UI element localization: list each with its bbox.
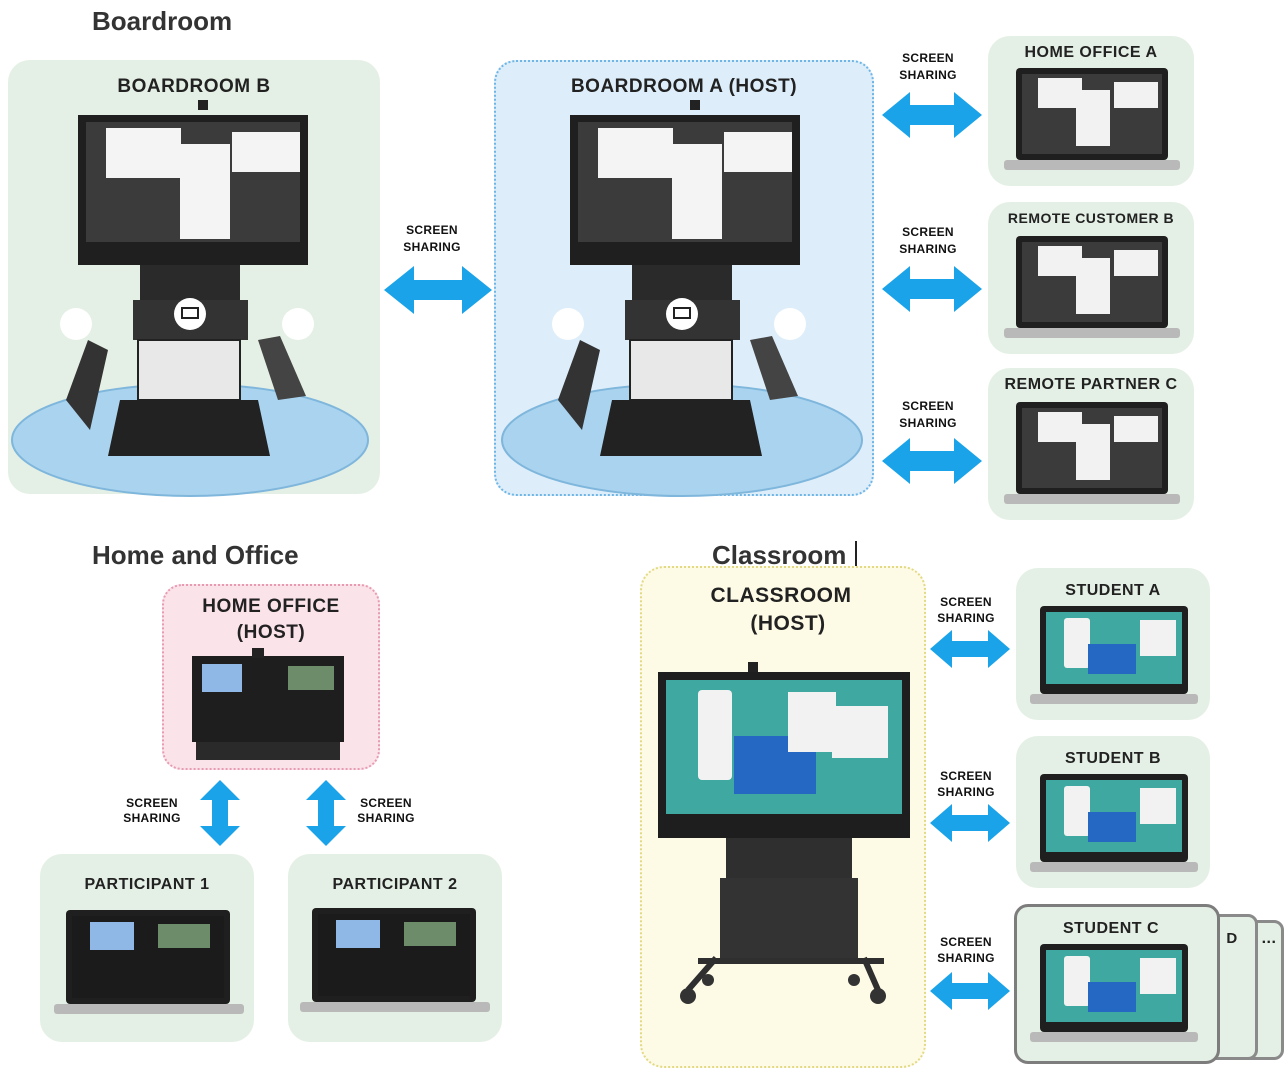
student-more-label: ... [1261,930,1277,947]
text-cursor [855,541,857,567]
student-a-laptop [1030,606,1198,704]
home-office-a-label: HOME OFFICE A [1024,44,1158,61]
screen-sharing-line1: SCREEN [126,796,178,810]
student-b-label: STUDENT B [1064,750,1162,767]
screen-sharing-line1: SCREEN [902,225,954,239]
screen-sharing-line1: SCREEN [902,399,954,413]
screen-sharing-label-home-p2: SCREEN SHARING [350,796,422,826]
screen-sharing-label-b-a: SCREEN SHARING [396,222,468,256]
screen-sharing-label-home-p1: SCREEN SHARING [116,796,188,826]
screen-sharing-label-class-c: SCREEN SHARING [930,934,1002,966]
screen-sharing-line2: SHARING [937,951,995,965]
screen-sharing-line2: SHARING [403,240,461,254]
boardroom-b-illustration [11,100,369,497]
section-title-home-office: Home and Office [92,540,299,570]
section-title-classroom: Classroom [712,540,847,570]
home-office-host-label-line2: (HOST) [236,622,306,643]
screen-sharing-label-a-partner: SCREEN SHARING [892,398,964,432]
double-arrow-home-p2 [306,780,346,846]
classroom-host-display [658,662,910,1004]
screen-sharing-line1: SCREEN [360,796,412,810]
screen-sharing-line2: SHARING [937,785,995,799]
screen-sharing-line2: SHARING [899,416,957,430]
boardroom-b-label: BOARDROOM B [117,76,271,97]
boardroom-a-label: BOARDROOM A (HOST) [570,76,798,97]
participant-1-label: PARTICIPANT 1 [84,876,210,893]
screen-sharing-line1: SCREEN [406,223,458,237]
screen-sharing-line2: SHARING [899,242,957,256]
home-office-a-laptop [1004,68,1180,170]
boardroom-a-illustration [501,100,863,497]
participant-1-laptop [54,910,244,1014]
remote-partner-c-laptop [1004,402,1180,504]
screen-sharing-line1: SCREEN [940,595,992,609]
screen-sharing-line2: SHARING [937,611,995,625]
remote-partner-c-label: REMOTE PARTNER C [1004,376,1178,393]
double-arrow-class-a [930,630,1010,668]
screen-sharing-line1: SCREEN [902,51,954,65]
home-office-host-display [192,648,344,760]
double-arrow-b-a [384,266,492,314]
student-a-label: STUDENT A [1065,582,1161,599]
screen-sharing-line1: SCREEN [940,935,992,949]
participant-2-laptop [300,908,490,1012]
classroom-host-label-line2: (HOST) [750,612,826,635]
double-arrow-class-c [930,972,1010,1010]
screen-sharing-label-a-customer: SCREEN SHARING [892,224,964,258]
double-arrow-class-b [930,804,1010,842]
screen-sharing-label-a-home: SCREEN SHARING [892,50,964,84]
screen-sharing-line2: SHARING [899,68,957,82]
classroom-host-label: CLASSROOM (HOST) [706,582,856,638]
section-title-boardroom: Boardroom [92,6,233,36]
screen-sharing-label-class-b: SCREEN SHARING [930,768,1002,800]
remote-customer-b-laptop [1004,236,1180,338]
participant-2-label: PARTICIPANT 2 [332,876,458,893]
student-c-label: STUDENT C [1062,920,1160,937]
classroom-host-label-line1: CLASSROOM [710,584,852,607]
screen-sharing-label-class-a: SCREEN SHARING [930,594,1002,626]
screen-sharing-line1: SCREEN [940,769,992,783]
home-office-host-label-line1: HOME OFFICE [202,596,340,617]
home-office-host-label: HOME OFFICE (HOST) [162,594,380,646]
student-c-laptop [1030,944,1198,1042]
remote-customer-b-label: REMOTE CUSTOMER B [1007,210,1175,226]
screen-sharing-line2: SHARING [357,811,415,825]
double-arrow-a-partner [882,438,982,484]
double-arrow-home-p1 [200,780,240,846]
screen-sharing-line2: SHARING [123,811,181,825]
student-d-label: D [1226,930,1238,947]
double-arrow-a-home [882,92,982,138]
double-arrow-a-customer [882,266,982,312]
student-b-laptop [1030,774,1198,872]
